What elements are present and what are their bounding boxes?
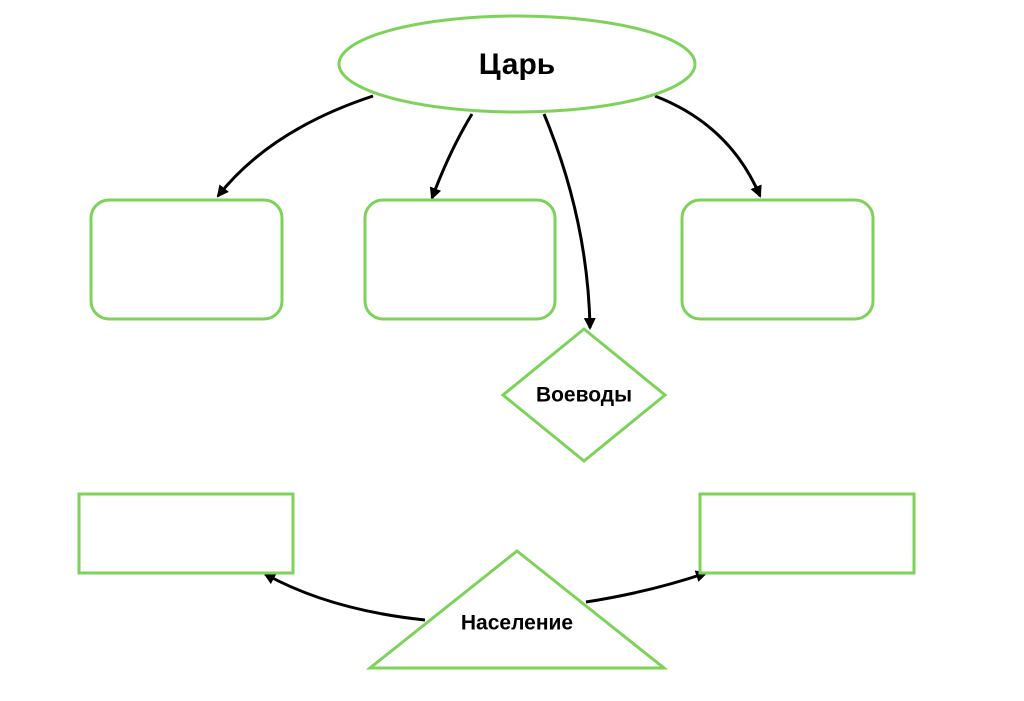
node-voevody: Воеводы bbox=[500, 327, 668, 463]
node-box-1 bbox=[89, 198, 284, 321]
box-bottom-right-shape bbox=[698, 492, 916, 575]
edge-naselenie-to-box-bottom-left bbox=[263, 572, 426, 622]
naselenie-triangle bbox=[365, 549, 669, 670]
edge-naselenie-to-box-bottom-right bbox=[585, 570, 708, 604]
edge-tsar-to-voevody bbox=[542, 113, 596, 330]
tsar-label: Царь bbox=[479, 48, 555, 81]
node-box-bottom-right bbox=[698, 492, 916, 575]
box-2-shape bbox=[363, 198, 557, 321]
naselenie-label: Население bbox=[461, 612, 573, 635]
node-box-2 bbox=[363, 198, 557, 321]
edge-tsar-to-box-1 bbox=[216, 94, 374, 198]
node-tsar: Царь bbox=[337, 14, 697, 114]
box-1-shape bbox=[89, 198, 284, 321]
node-box-bottom-left bbox=[77, 492, 295, 575]
node-box-3 bbox=[680, 198, 875, 321]
edge-tsar-to-box-3 bbox=[654, 94, 762, 198]
voevody-diamond bbox=[500, 327, 668, 463]
tsar-ellipse bbox=[337, 14, 697, 114]
voevody-label: Воеводы bbox=[536, 384, 632, 407]
edge-tsar-to-box-2 bbox=[429, 113, 474, 200]
box-3-shape bbox=[680, 198, 875, 321]
node-naselenie: Население bbox=[365, 549, 669, 670]
box-bottom-left-shape bbox=[77, 492, 295, 575]
